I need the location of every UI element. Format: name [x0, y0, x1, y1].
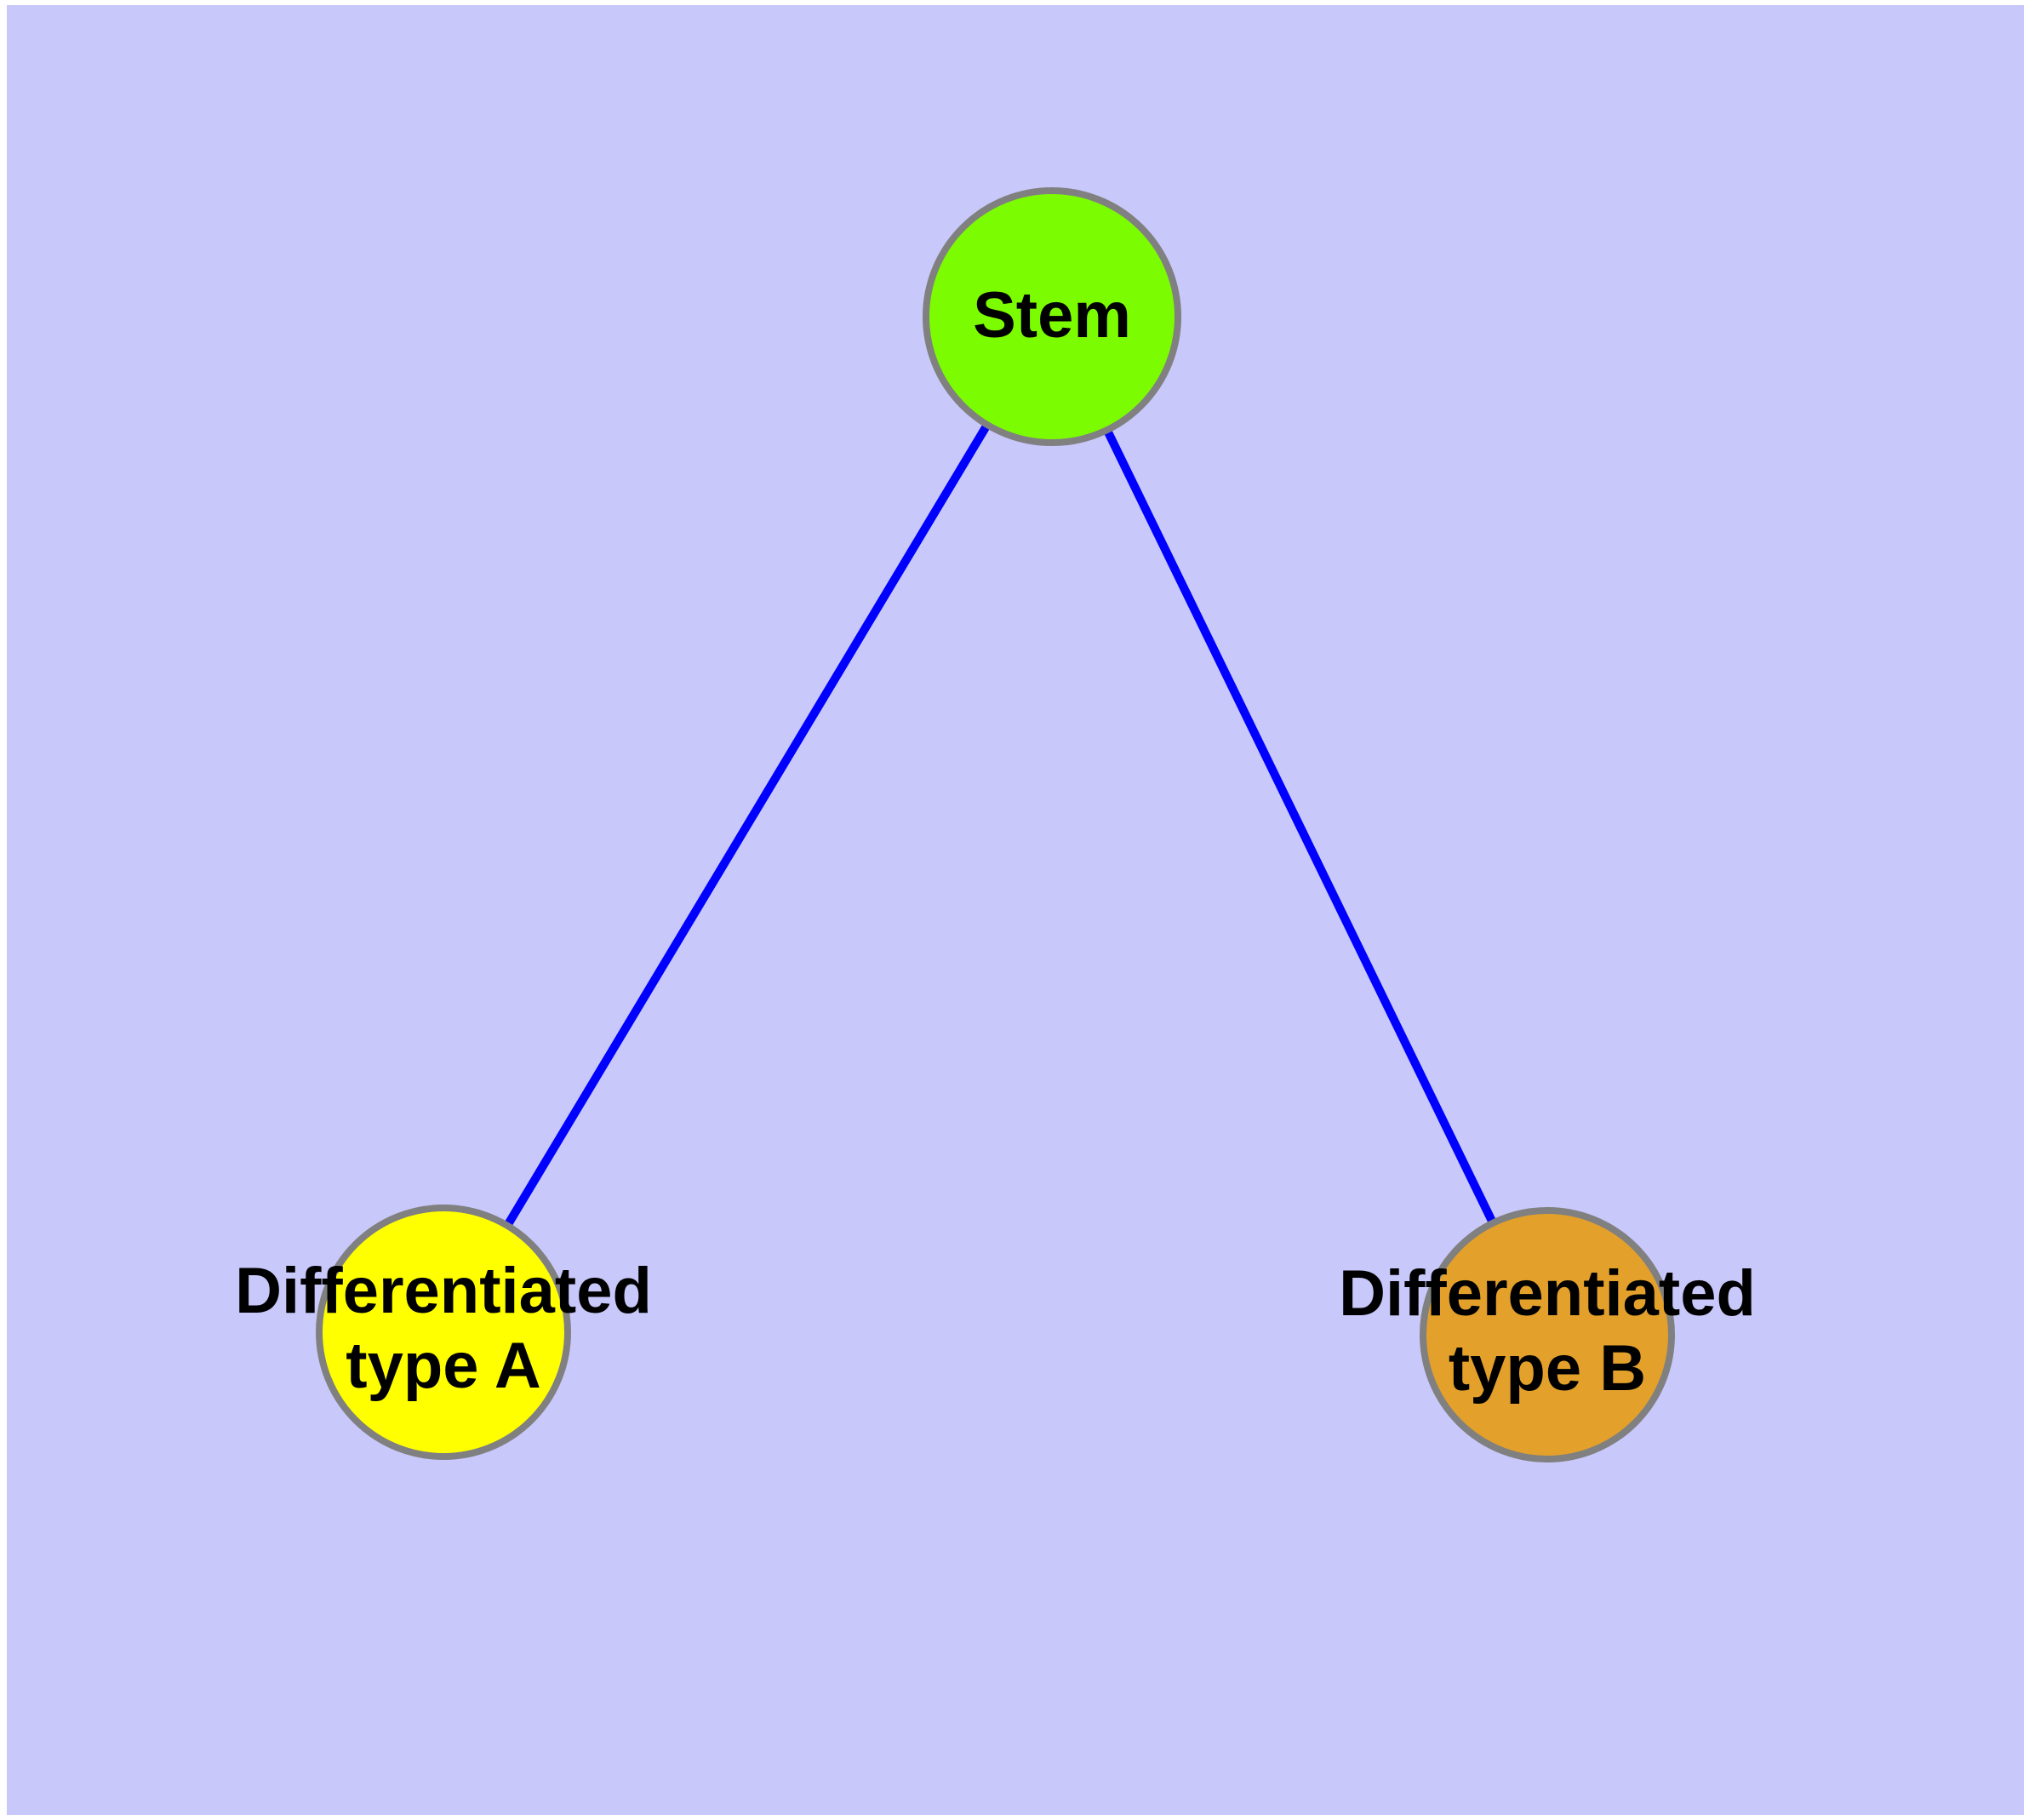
node-label-differentiated-type-a-line1: Differentiated — [235, 1255, 652, 1327]
label-layer: Stem Differentiated type A Differentiate… — [235, 279, 1756, 1405]
node-label-stem: Stem — [973, 279, 1131, 352]
edge-layer — [439, 314, 1552, 1337]
node-label-differentiated-type-a-line2: type A — [346, 1330, 540, 1402]
node-differentiated-type-a[interactable] — [316, 1205, 571, 1460]
edge-stem-to-differentiated-type-b[interactable] — [1048, 314, 1552, 1337]
node-stem[interactable] — [923, 187, 1181, 446]
node-label-differentiated-type-b-line1: Differentiated — [1339, 1257, 1756, 1330]
node-label-differentiated-type-b-line2: type B — [1449, 1332, 1646, 1405]
node-layer — [316, 187, 1675, 1462]
edge-stem-to-differentiated-type-a[interactable] — [439, 314, 1056, 1335]
node-differentiated-type-b[interactable] — [1420, 1207, 1675, 1462]
